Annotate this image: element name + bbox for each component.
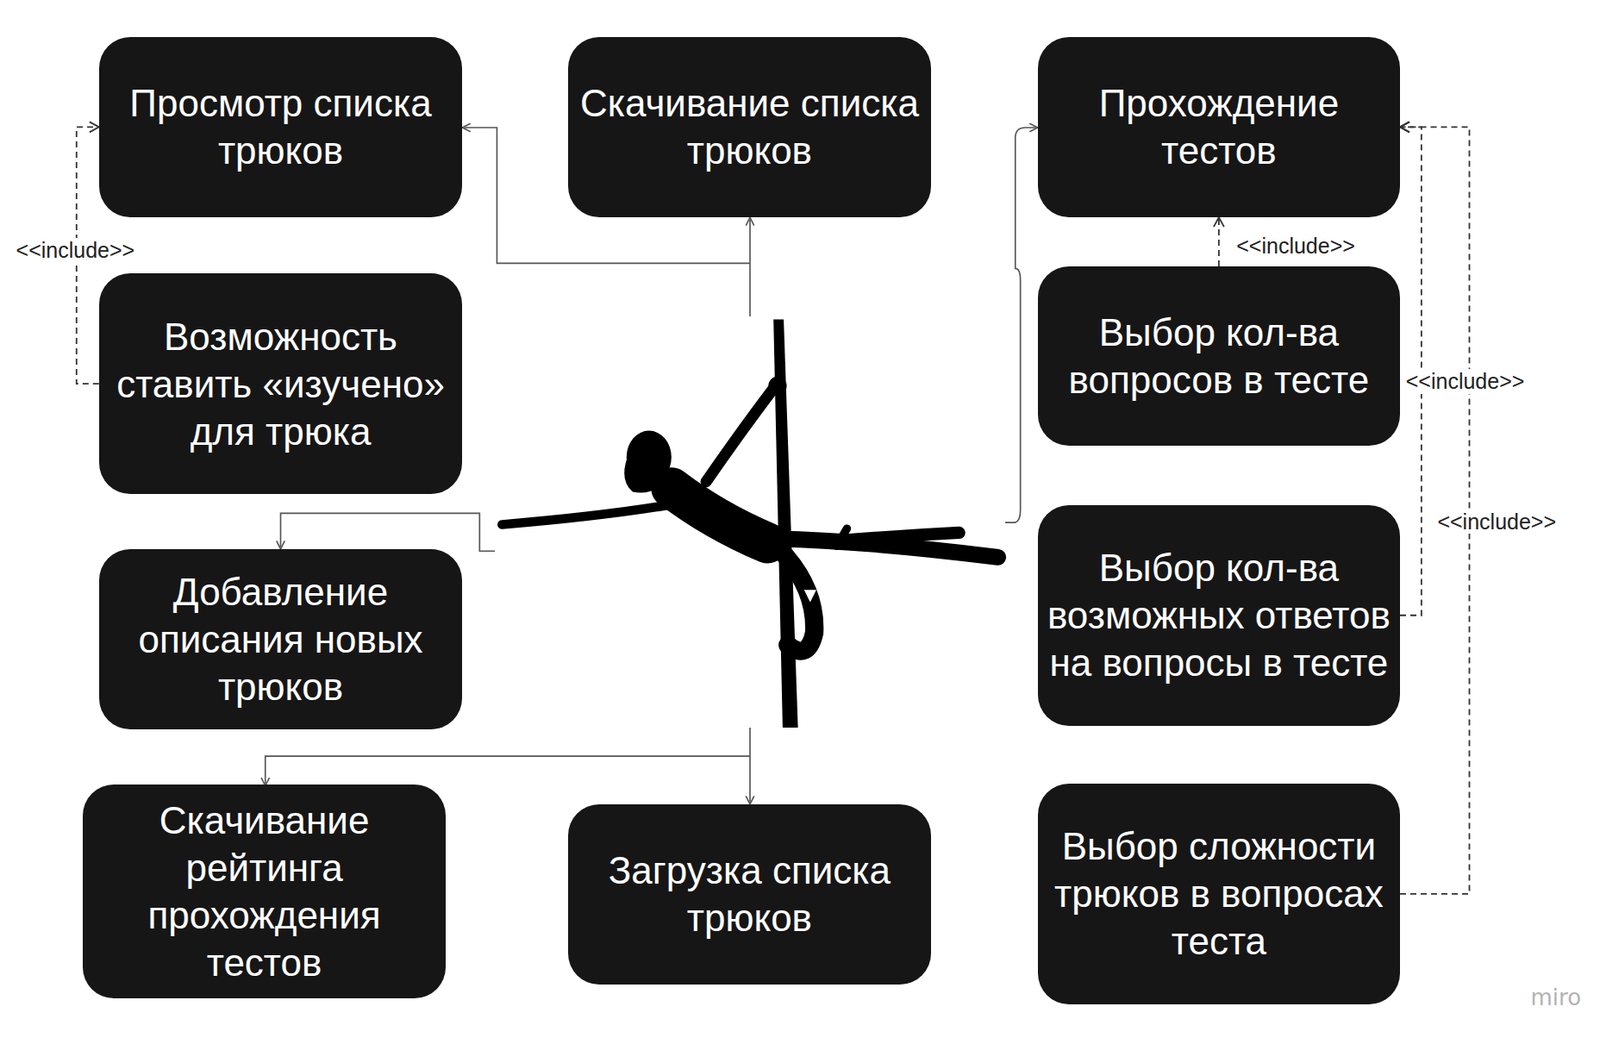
include-connector — [1218, 217, 1220, 267]
include-label: <<include>> — [1404, 368, 1527, 394]
include-label: <<include>> — [14, 237, 138, 263]
watermark: miro — [1531, 984, 1582, 1011]
use-case-text: Возможность ставить «изучено» для трюка — [106, 312, 456, 456]
pole-dancer — [501, 319, 998, 729]
use-case-box: Загрузка списка трюков — [568, 804, 931, 986]
use-case-text: Выбор кол-ва возможных ответов на вопрос… — [1044, 543, 1394, 687]
include-label: <<include>> — [1234, 233, 1357, 259]
arrow-head — [1213, 217, 1225, 227]
use-case-box: Возможность ставить «изучено» для трюка — [99, 273, 463, 494]
use-case-text: Выбор сложности трюков в вопросах теста — [1044, 822, 1394, 965]
use-case-box: Выбор кол-ва возможных ответов на вопрос… — [1037, 505, 1400, 726]
use-case-box: Выбор кол-ва вопросов в тесте — [1037, 266, 1400, 446]
use-case-text: Скачивание списка трюков — [575, 79, 924, 175]
use-case-box: Скачивание списка трюков — [568, 37, 931, 219]
use-case-box: Просмотр списка трюков — [99, 37, 463, 219]
use-case-text: Прохождение тестов — [1044, 79, 1394, 175]
use-case-box: Выбор сложности трюков в вопросах теста — [1037, 783, 1400, 1005]
use-case-text: Просмотр списка трюков — [106, 79, 456, 175]
use-case-text: Скачивание рейтинга прохождения тестов — [89, 796, 439, 987]
use-case-box: Прохождение тестов — [1037, 37, 1400, 219]
use-case-text: Загрузка списка трюков — [575, 846, 924, 942]
use-case-box: Добавление описания новых трюков — [99, 549, 463, 731]
use-case-box: Скачивание рейтинга прохождения тестов — [82, 784, 446, 999]
use-case-text: Добавление описания новых трюков — [106, 568, 456, 711]
arrow-head — [1400, 121, 1410, 132]
include-label: <<include>> — [1435, 509, 1558, 535]
arrow-head — [89, 121, 100, 132]
use-case-text: Выбор кол-ва вопросов в тесте — [1044, 308, 1394, 404]
